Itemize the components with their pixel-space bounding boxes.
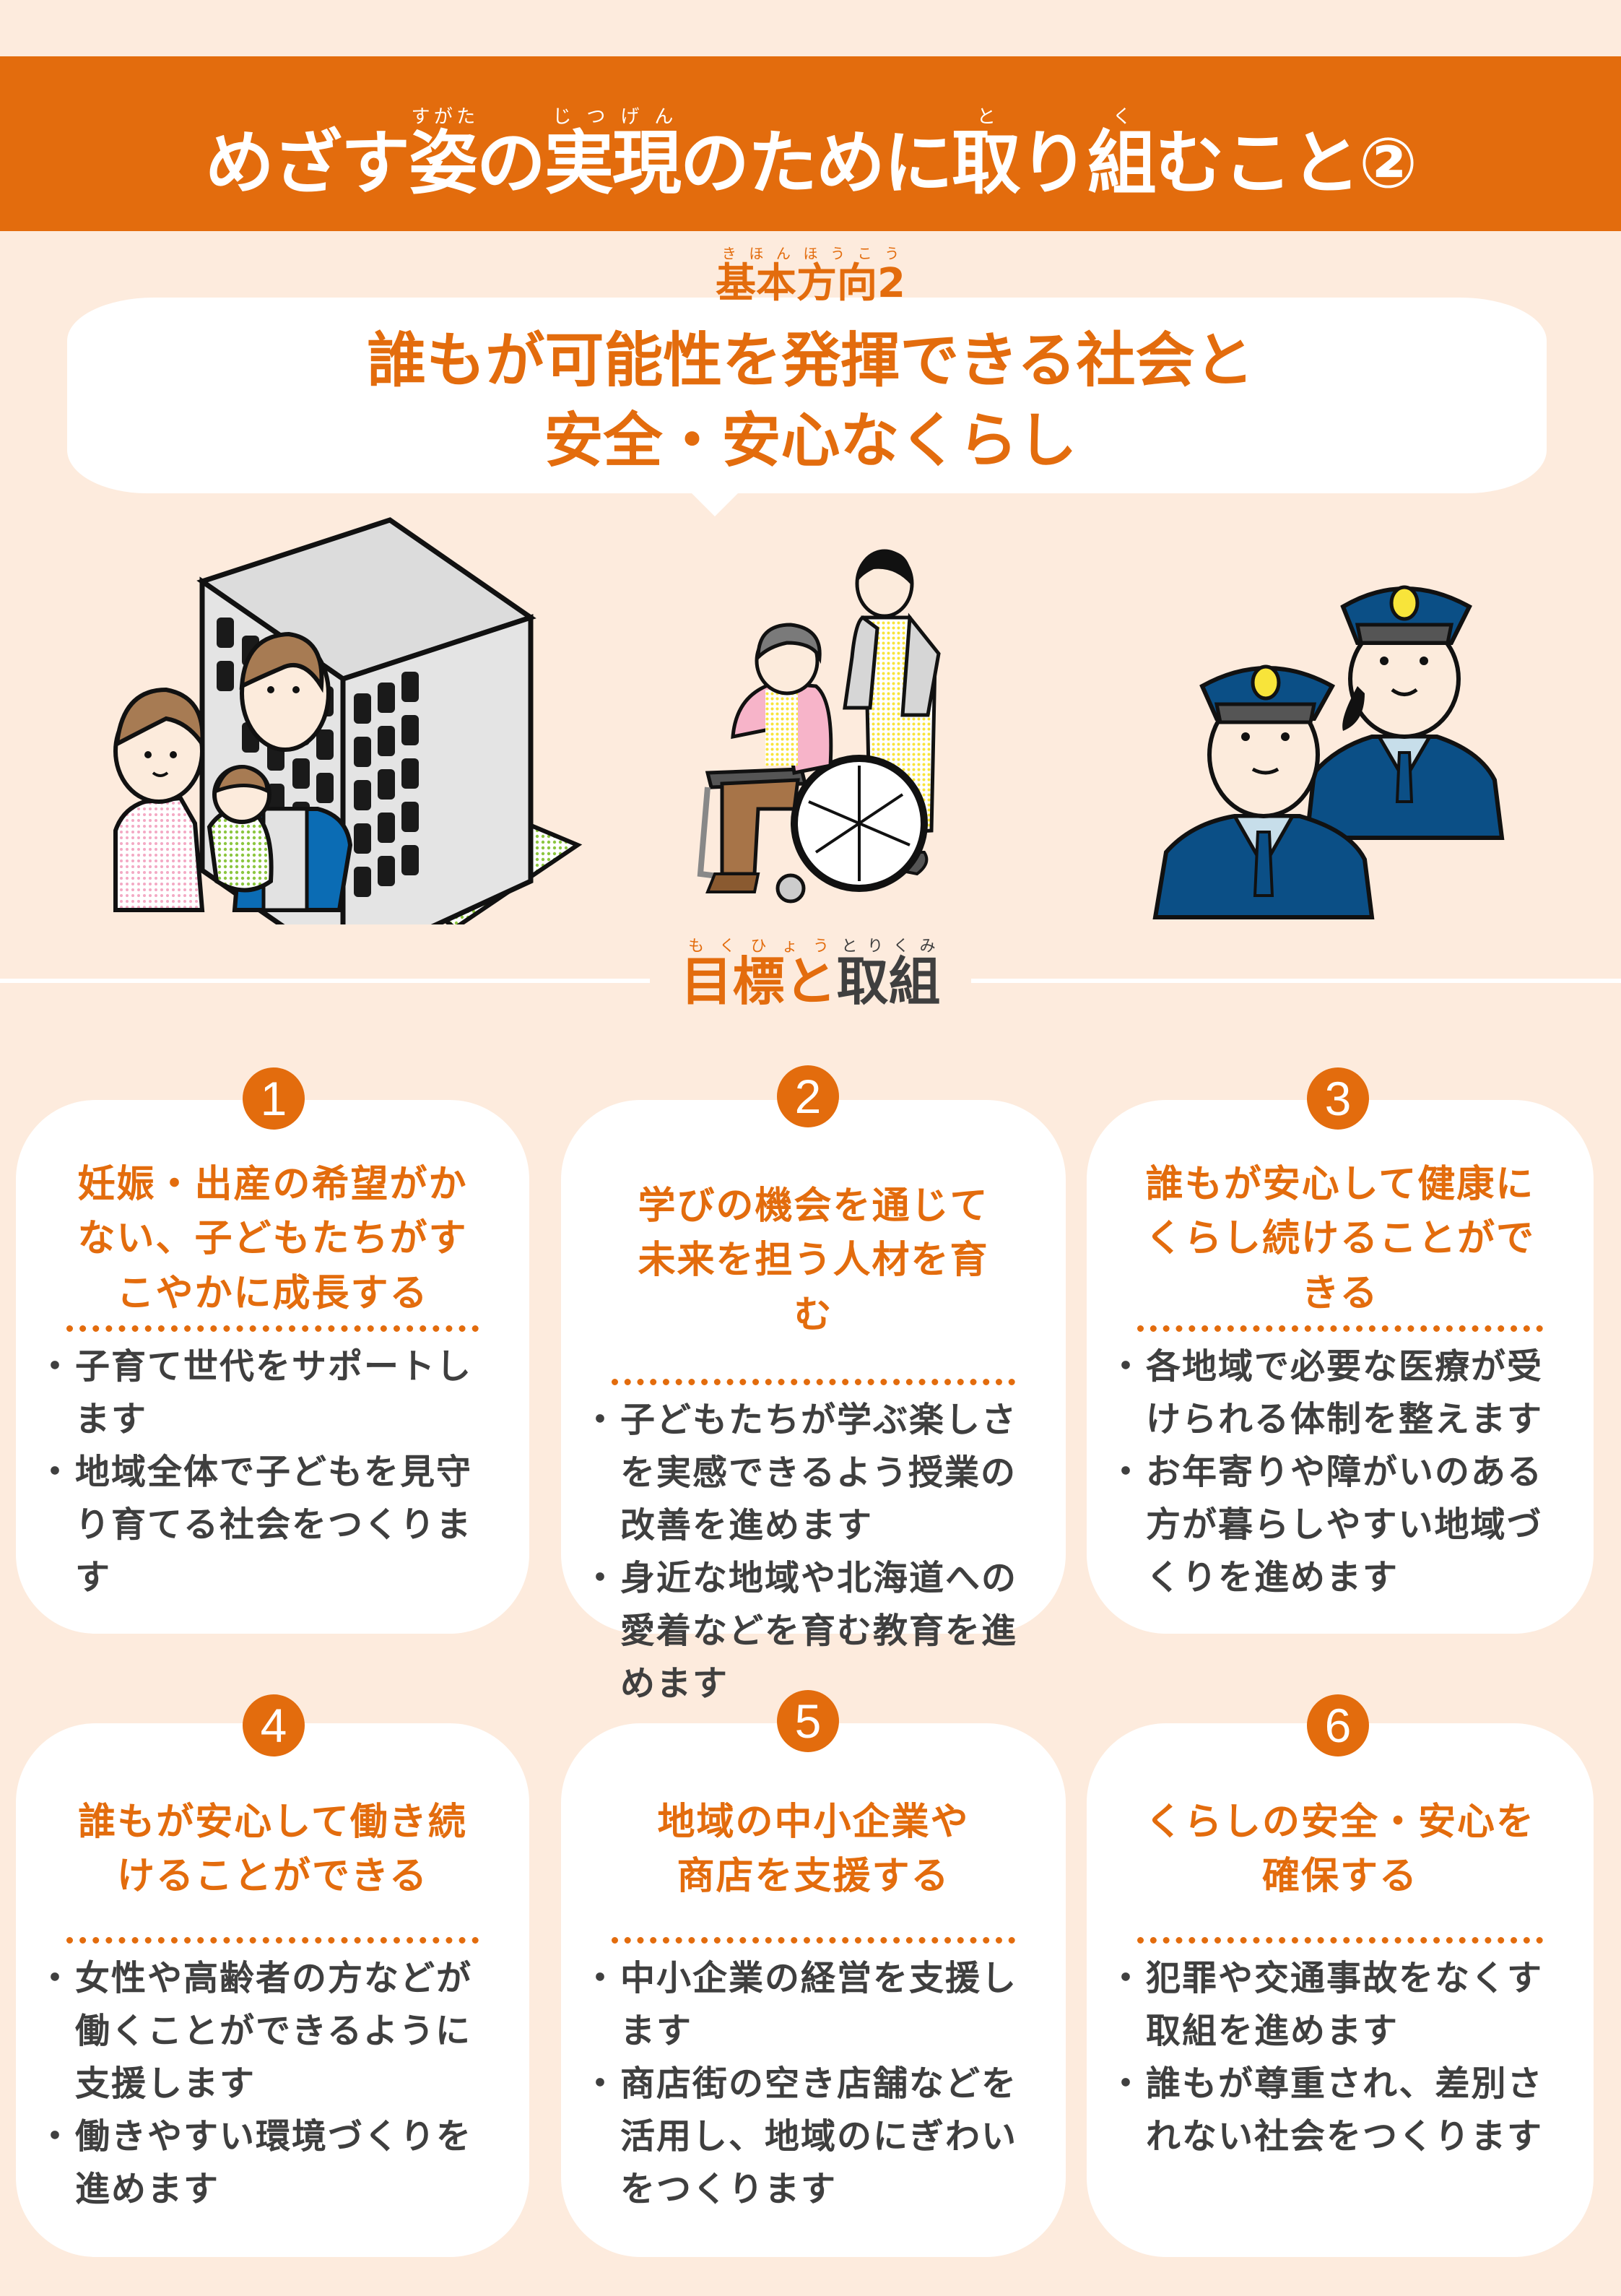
goal-title: 学びの機会を通じて未来を担う人材を育む (638, 1184, 989, 1337)
goal-title: 誰もが安心して働き続けることができる (78, 1801, 467, 1899)
dotted-divider (66, 1936, 479, 1944)
dotted-divider (1137, 1936, 1543, 1944)
goal-number-badge: 2 (777, 1065, 839, 1127)
direction-title-line1: 誰もが可能性を発揮できる社会と (367, 326, 1254, 395)
family-apartment-illustration (113, 517, 583, 924)
goal-number-badge: 4 (243, 1694, 305, 1756)
goal-card-1: 妊娠・出産の希望がかない、子どもたちがすこやかに成長する 子育て世代をサポートし… (16, 1100, 529, 1634)
goal-number-badge: 5 (777, 1690, 839, 1752)
goal-number-badge: 6 (1307, 1694, 1369, 1756)
action-item: 働きやすい環境づくりを進めます (38, 2110, 500, 2216)
goal-card-3: 誰もが安心して健康にくらし続けることができる 各地域で必要な医療が受けられる体制… (1087, 1100, 1594, 1634)
action-item: 地域全体で子どもを見守り育てる社会をつくります (38, 1446, 500, 1604)
police-officers-illustration (1152, 585, 1505, 919)
goal-title: 誰もが安心して健康にくらし続けることができる (1144, 1163, 1535, 1315)
goal-card-5: 地域の中小企業や商店を支援する 中小企業の経営を支援します 商店街の空き店舗など… (561, 1723, 1066, 2257)
header-banner: めざす姿すがたの実現じつげんのために取とり組くむこと② (0, 56, 1621, 231)
wheelchair-illustration (697, 549, 941, 904)
goal-number-badge: 1 (243, 1067, 305, 1130)
direction-label: 基本方向2きほんほうこう (716, 245, 905, 307)
goal-actions-list: 中小企業の経営を支援します 商店街の空き店舗などを活用し、地域のにぎわいをつくり… (583, 1952, 1037, 2216)
action-item: 各地域で必要な医療が受けられる体制を整えます (1108, 1340, 1565, 1446)
section-divider-left (0, 979, 650, 983)
speech-bubble (67, 298, 1547, 493)
direction-title: 誰もが可能性を発揮できる社会と 安全・安心なくらし (0, 321, 1621, 481)
goal-card-2: 学びの機会を通じて未来を担う人材を育む 子どもたちが学ぶ楽しさを実感できるよう授… (561, 1100, 1066, 1704)
action-item: 女性や高齢者の方などが働くことができるように支援します (38, 1952, 500, 2110)
action-item: 商店街の空き店舗などを活用し、地域のにぎわいをつくります (583, 2058, 1037, 2216)
section-heading: 目標ともくひょう取組とりくみ (680, 937, 941, 1012)
dotted-divider (612, 1379, 1015, 1386)
goal-title: 地域の中小企業や商店を支援する (657, 1801, 970, 1899)
action-item: お年寄りや障がいのある方が暮らしやすい地域づくりを進めます (1108, 1446, 1565, 1604)
speech-bubble-tail (686, 488, 744, 516)
action-item: 犯罪や交通事故をなくす取組を進めます (1108, 1952, 1565, 2058)
goal-number-badge: 3 (1307, 1067, 1369, 1130)
goal-card-6: くらしの安全・安心を確保する 犯罪や交通事故をなくす取組を進めます 誰もが尊重さ… (1087, 1723, 1594, 2257)
dotted-divider (66, 1325, 479, 1333)
section-divider-right (971, 979, 1621, 983)
dotted-divider (1137, 1325, 1543, 1333)
dotted-divider (612, 1936, 1015, 1944)
goal-actions-list: 各地域で必要な医療が受けられる体制を整えます お年寄りや障がいのある方が暮らしや… (1108, 1340, 1565, 1604)
action-item: 中小企業の経営を支援します (583, 1952, 1037, 2058)
goal-card-4: 誰もが安心して働き続けることができる 女性や高齢者の方などが働くことができるよう… (16, 1723, 529, 2257)
action-item: 誰もが尊重され、差別されない社会をつくります (1108, 2058, 1565, 2163)
goal-actions-list: 子育て世代をサポートします 地域全体で子どもを見守り育てる社会をつくります (38, 1340, 500, 1604)
action-item: 身近な地域や北海道への愛着などを育む教育を進めます (583, 1552, 1037, 1710)
goal-actions-list: 犯罪や交通事故をなくす取組を進めます 誰もが尊重され、差別されない社会をつくりま… (1108, 1952, 1565, 2163)
goal-title: 妊娠・出産の希望がかない、子どもたちがすこやかに成長する (77, 1163, 468, 1315)
goal-title: くらしの安全・安心を確保する (1144, 1801, 1535, 1899)
action-item: 子どもたちが学ぶ楽しさを実感できるよう授業の改善を進めます (583, 1394, 1037, 1552)
page-title: めざす姿すがたの実現じつげんのために取とり組くむこと② (204, 105, 1417, 204)
goal-actions-list: 子どもたちが学ぶ楽しさを実感できるよう授業の改善を進めます 身近な地域や北海道へ… (583, 1394, 1037, 1710)
direction-title-line2: 安全・安心なくらし (544, 406, 1077, 475)
goal-actions-list: 女性や高齢者の方などが働くことができるように支援します 働きやすい環境づくりを進… (38, 1952, 500, 2216)
action-item: 子育て世代をサポートします (38, 1340, 500, 1446)
